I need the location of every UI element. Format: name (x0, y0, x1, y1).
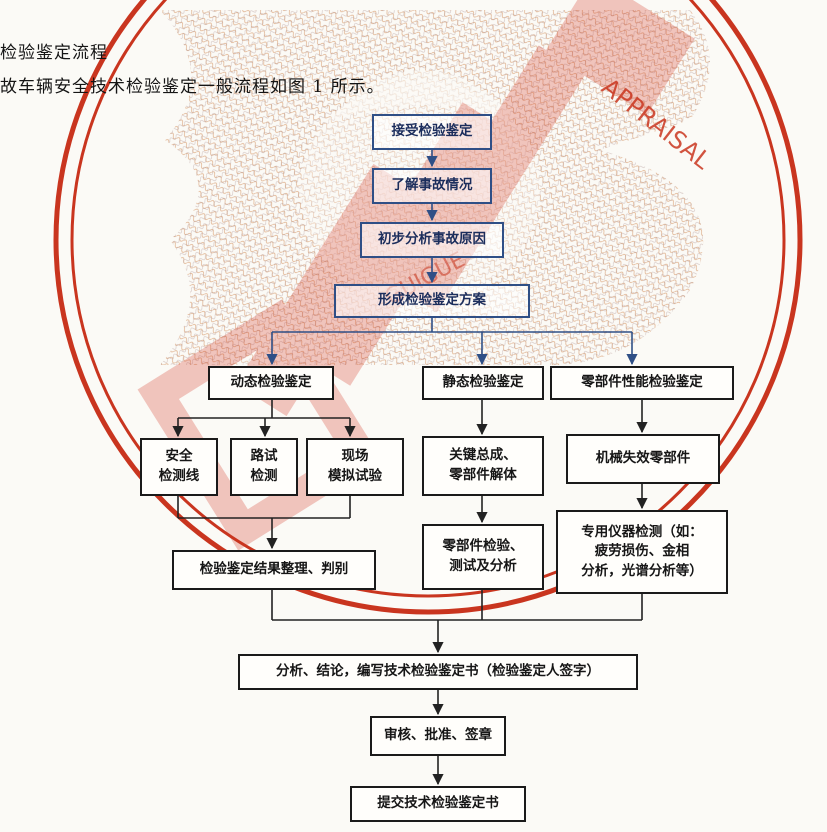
step-accept-inspection: 接受检验鉴定 (372, 114, 492, 150)
dynamic-result: 检验鉴定结果整理、判别 (172, 550, 376, 590)
final-analysis-report: 分析、结论，编写技术检验鉴定书（检验鉴定人签字） (238, 654, 638, 690)
dynamic-road-test: 路试 检测 (230, 438, 298, 496)
intro-sentence: 故车辆安全技术检验鉴定一般流程如图 1 所示。 (0, 77, 385, 97)
dynamic-safety-test-line: 安全 检测线 (140, 438, 218, 496)
step-understand-accident: 了解事故情况 (372, 168, 492, 204)
section-heading: 检验鉴定流程 (0, 43, 108, 63)
static-disassembly: 关键总成、 零部件解体 (422, 436, 544, 496)
branch-static-title: 静态检验鉴定 (422, 366, 544, 400)
parts-failed-mechanical: 机械失效零部件 (566, 434, 720, 484)
step-form-plan: 形成检验鉴定方案 (334, 284, 530, 318)
branch-parts-title: 零部件性能检验鉴定 (550, 366, 734, 400)
step-preliminary-analysis: 初步分析事故原因 (360, 222, 504, 258)
final-submit-report: 提交技术检验鉴定书 (350, 786, 526, 822)
parts-instrument-testing: 专用仪器检测（如： 疲劳损伤、金相 分析，光谱分析等） (556, 510, 728, 594)
watermark-ring-inner (70, 0, 786, 598)
branch-dynamic-title: 动态检验鉴定 (208, 366, 334, 400)
dynamic-site-simulation: 现场 模拟试验 (306, 438, 404, 496)
watermark-ring-outer (53, 0, 803, 615)
final-review-approve: 审核、批准、签章 (370, 716, 506, 756)
static-part-testing: 零部件检验、 测试及分析 (422, 524, 544, 590)
